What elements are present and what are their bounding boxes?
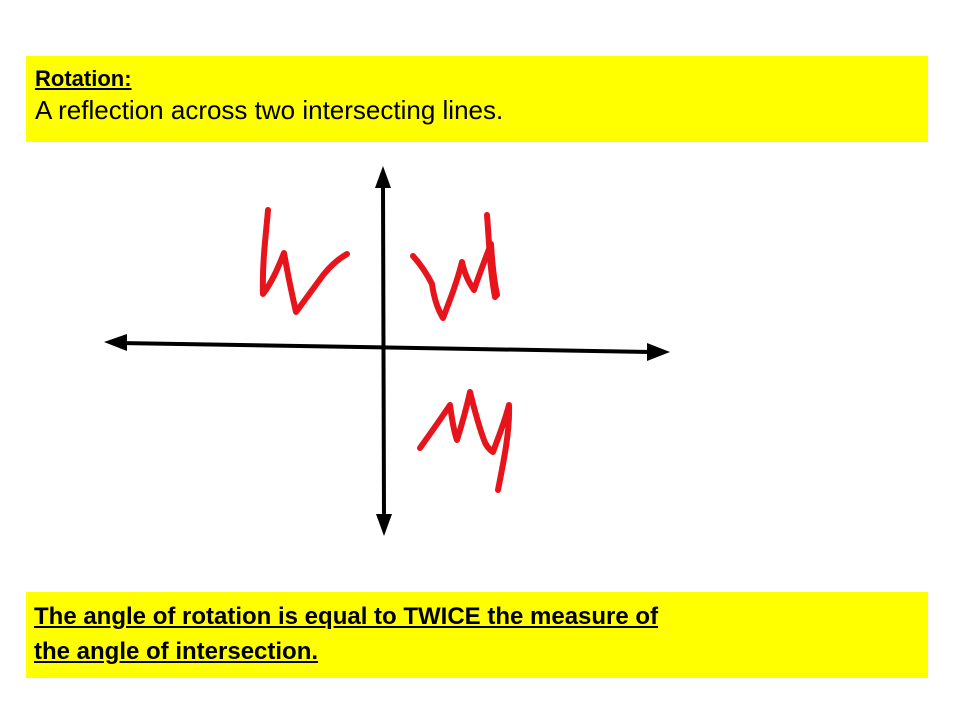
- definition-box: Rotation: A reflection across two inters…: [26, 56, 928, 142]
- handwritten-letter-w-right-stroke: [484, 212, 498, 300]
- conclusion-line-2: the angle of intersection.: [34, 638, 319, 665]
- slide-title: Rotation:: [35, 66, 132, 91]
- handwritten-letter-m: [417, 389, 513, 493]
- conclusion-box: The angle of rotation is equal to TWICE …: [26, 592, 928, 678]
- vertical-line-bottom-arrowhead: [376, 514, 392, 536]
- handwritten-letter-w-right: [410, 241, 500, 321]
- horizontal-line: [121, 341, 653, 354]
- slide-description: A reflection across two intersecting lin…: [35, 95, 504, 125]
- conclusion-line-1: The angle of rotation is equal to TWICE …: [34, 603, 659, 630]
- vertical-line: [381, 184, 386, 519]
- horizontal-line-right-arrowhead: [647, 343, 670, 361]
- horizontal-line-left-arrowhead: [104, 334, 127, 351]
- vertical-line-top-arrowhead: [375, 166, 391, 188]
- handwritten-letter-w-left: [259, 207, 350, 315]
